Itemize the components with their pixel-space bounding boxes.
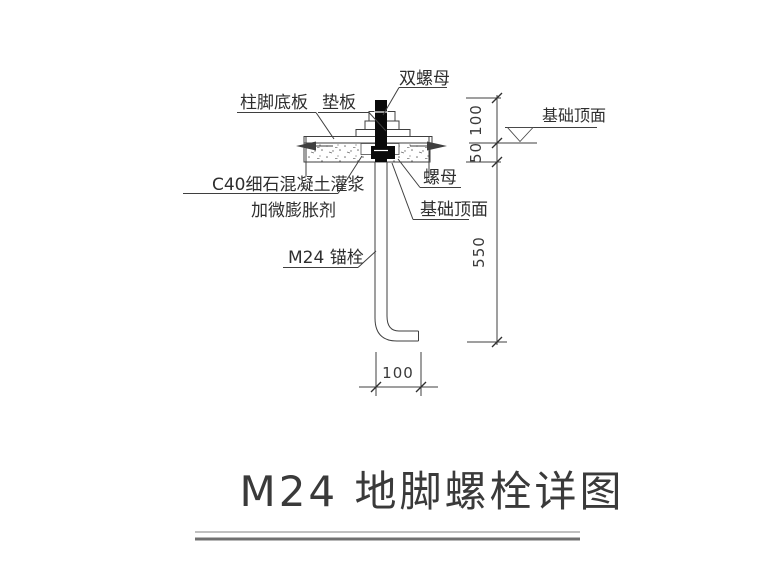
dim-tick xyxy=(415,381,427,393)
bolt-shaft-upper xyxy=(375,100,387,162)
grout-arrow-right-icon xyxy=(427,141,447,151)
bolt-shaft-outline-inner xyxy=(386,162,419,332)
leader-line xyxy=(391,162,414,220)
label-foundation-top-left-text: 基础顶面 xyxy=(420,200,488,220)
leader-labels: 双螺母 柱脚底板 垫板 C40细石混凝土灌浆 加微膨胀剂 M24 锚栓 螺母 xyxy=(183,69,488,268)
leader-line xyxy=(397,158,421,188)
dim-value-hook-length: 100 xyxy=(382,364,414,382)
label-grout: C40细石混凝土灌浆 加微膨胀剂 xyxy=(183,155,365,221)
elevation-triangle-icon xyxy=(506,127,535,143)
dim-tick xyxy=(491,92,503,104)
dim-tick xyxy=(491,156,503,168)
label-foundation-top-right: 基础顶面 xyxy=(542,106,606,125)
dim-tick xyxy=(491,137,503,149)
bolt-assembly xyxy=(355,100,419,342)
label-double-nut-text: 双螺母 xyxy=(399,69,450,89)
label-pad-plate: 垫板 xyxy=(318,93,387,132)
leader-line xyxy=(315,112,335,140)
label-nut-text: 螺母 xyxy=(423,168,457,188)
vertical-dimension-chain: 100 50 550 xyxy=(466,92,537,348)
dim-value-projection: 100 xyxy=(467,104,485,136)
label-column-base-plate: 柱脚底板 xyxy=(237,93,335,140)
dim-tick xyxy=(491,336,503,348)
dim-tick xyxy=(370,381,382,393)
label-grout-line2-text: 加微膨胀剂 xyxy=(251,201,336,221)
label-anchor-bolt: M24 锚栓 xyxy=(283,248,377,268)
label-anchor-bolt-text: M24 锚栓 xyxy=(288,248,364,268)
bolt-shaft-outline-outer xyxy=(374,162,419,342)
leader-line xyxy=(382,87,400,116)
label-column-base-plate-text: 柱脚底板 xyxy=(240,93,308,113)
leader-line xyxy=(337,155,363,194)
label-grout-line1-text: C40细石混凝土灌浆 xyxy=(212,175,365,195)
label-nut: 螺母 xyxy=(397,158,461,188)
elevation-marker: 基础顶面 xyxy=(505,106,606,143)
drawing-title: M24 地脚螺栓详图 xyxy=(239,467,624,516)
hook-dimension: 100 xyxy=(359,352,438,396)
leader-line xyxy=(357,250,377,268)
dim-value-grout-thickness: 50 xyxy=(467,142,485,163)
label-pad-plate-text: 垫板 xyxy=(322,93,356,113)
grout-arrow-left-icon xyxy=(296,141,316,151)
dim-value-embedment: 550 xyxy=(470,236,488,268)
label-foundation-top-left: 基础顶面 xyxy=(391,162,488,220)
leader-line xyxy=(368,112,387,132)
label-double-nut: 双螺母 xyxy=(382,69,450,116)
column-base-plate-shape xyxy=(303,136,433,144)
